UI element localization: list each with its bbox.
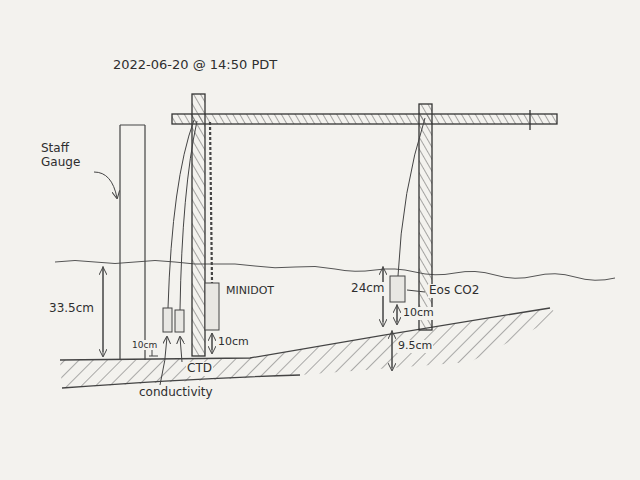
streambed [60,308,560,388]
frame-part [192,94,205,356]
gauge-pointer-part [94,172,117,198]
depth-dimension-part [103,266,104,356]
co2-sensor [383,118,425,370]
dimension-label: 24cm [350,282,386,296]
sensor-label: CTD [186,362,213,376]
co2-sensor-part [407,290,425,292]
depth-dimension-part [103,268,104,352]
minidot-chain-part [212,334,213,350]
frame [172,94,557,356]
dimension-label: 33.5cm [48,302,95,316]
dimension-label: 10cm [217,336,250,349]
co2-sensor-part [392,330,393,370]
co2-sensor-part [398,118,425,276]
ctd-cables-part [175,310,184,332]
dimension-label: 10cm [131,340,158,350]
minidot-chain-part [205,283,219,330]
dimension-label: 9.5cm [397,340,433,353]
frame-part [172,114,557,124]
co2-sensor-part [397,304,398,324]
ctd-cables-part [163,308,172,332]
co2-sensor-part [392,332,393,368]
sensor-label: MINIDOT [225,285,275,298]
ctd-cables-part [180,121,197,310]
co2-sensor-part [383,266,384,326]
co2-sensor-part [390,276,405,302]
minidot-chain-part [212,333,213,353]
staff-gauge [120,125,145,360]
minidot-chain [205,122,219,353]
streambed-part [60,308,560,388]
water-surface-part [55,261,615,281]
ctd-cables-part [160,337,167,385]
frame-part [529,110,530,130]
date-note: 2022-06-20 @ 14:50 PDT [112,58,278,73]
gauge-pointer [94,172,117,198]
water-surface [55,261,615,281]
sensor-label: Eos CO2 [428,284,480,298]
depth-dimension [103,266,104,356]
streambed-part [60,308,550,360]
minidot-chain-part [210,122,212,283]
co2-sensor-part [397,306,398,322]
staff-gauge-part [120,125,145,360]
sensor-label: conductivity [138,386,214,400]
gauge-label: Staff Gauge [40,142,102,170]
dimension-label: 10cm [402,307,435,320]
ctd-cables-part [180,337,182,362]
